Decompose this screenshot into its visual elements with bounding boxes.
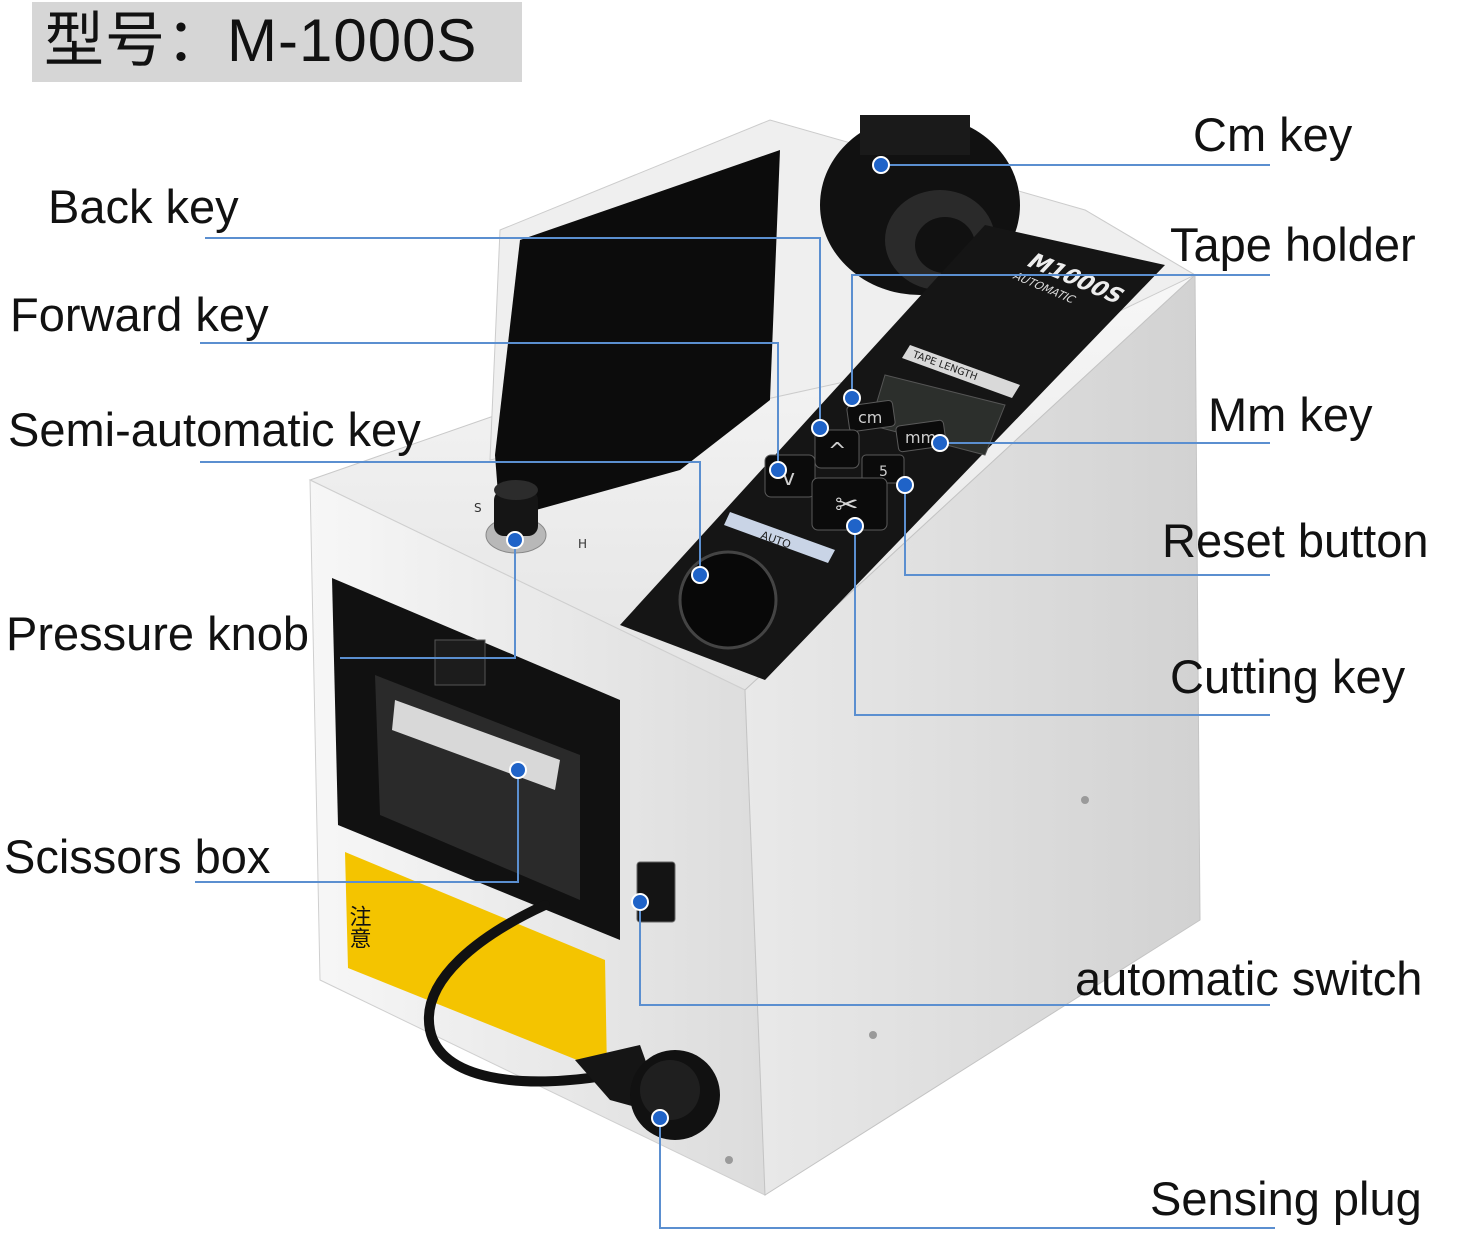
reset-key-label: 5 <box>879 464 888 480</box>
tape-length-strip <box>902 345 1020 398</box>
leader-forward-key <box>200 342 779 470</box>
auto-strip <box>724 512 835 563</box>
dot-cm-key <box>872 156 890 174</box>
leader-tape-holder <box>851 274 1270 398</box>
knob-marking-h: H <box>578 537 587 551</box>
pressure-knob[interactable]: S H <box>474 480 587 554</box>
leader-pressure-knob <box>340 540 516 659</box>
semi-automatic-key[interactable] <box>678 550 778 650</box>
leader-reset-button <box>904 485 1270 576</box>
leader-sensing-plug <box>659 1118 1275 1229</box>
leader-lines <box>195 164 1275 1229</box>
warning-marking: 注意 <box>346 905 372 949</box>
scissors-box <box>332 578 620 940</box>
label-forward-key: Forward key <box>10 288 269 341</box>
label-scissors-box: Scissors box <box>4 830 271 883</box>
callout-dots <box>506 156 949 1127</box>
dot-automatic-switch <box>631 893 649 911</box>
label-sensing-plug: Sensing plug <box>1150 1172 1422 1225</box>
cutting-key-symbol: ✂ <box>835 488 858 521</box>
body-side-face <box>744 273 1201 1196</box>
automatic-switch[interactable] <box>636 861 676 923</box>
screw <box>1081 796 1089 804</box>
dot-cutting-key <box>846 517 864 535</box>
cm-key[interactable] <box>846 399 896 433</box>
label-pressure-knob: Pressure knob <box>6 607 310 660</box>
back-key[interactable] <box>814 429 860 469</box>
leader-semi-automatic-key <box>200 461 701 575</box>
label-mm-key: Mm key <box>1208 388 1373 441</box>
label-tape-holder: Tape holder <box>1170 218 1416 271</box>
back-key-arrow: ^ <box>828 439 846 464</box>
tape-slot <box>495 150 780 520</box>
screw <box>869 1031 877 1039</box>
dot-back-key <box>811 419 829 437</box>
knob-marking-s: S <box>474 501 482 515</box>
dot-forward-key <box>769 461 787 479</box>
dot-tape-holder <box>843 389 861 407</box>
dot-scissors-box <box>509 761 527 779</box>
leader-automatic-switch <box>639 902 1270 1006</box>
label-reset-button: Reset button <box>1162 514 1429 567</box>
dot-sensing-plug <box>651 1109 669 1127</box>
label-semi-automatic-key: Semi-automatic key <box>8 403 421 456</box>
leader-cutting-key <box>854 526 1270 716</box>
cm-key-label: cm <box>858 408 882 427</box>
control-panel: M1000S AUTOMATIC TAPE LENGTH cm mm ^ v 5… <box>620 225 1165 680</box>
page-title: 型号：M-1000S <box>44 7 478 74</box>
leader-back-key <box>205 237 821 428</box>
label-back-key: Back key <box>48 180 239 233</box>
dot-pressure-knob <box>506 531 524 549</box>
label-cm-key: Cm key <box>1193 108 1353 161</box>
dot-mm-key <box>931 434 949 452</box>
dot-semi-automatic-key <box>691 566 709 584</box>
power-cable <box>423 900 615 1087</box>
title-banner <box>32 2 522 82</box>
screw <box>725 1156 733 1164</box>
label-automatic-switch: automatic switch <box>1075 952 1423 1005</box>
warning-sticker: 注意 <box>345 852 607 1072</box>
dot-reset-button <box>896 476 914 494</box>
label-cutting-key: Cutting key <box>1170 650 1406 703</box>
leader-scissors-box <box>195 770 519 883</box>
mm-key-label: mm <box>905 428 936 447</box>
